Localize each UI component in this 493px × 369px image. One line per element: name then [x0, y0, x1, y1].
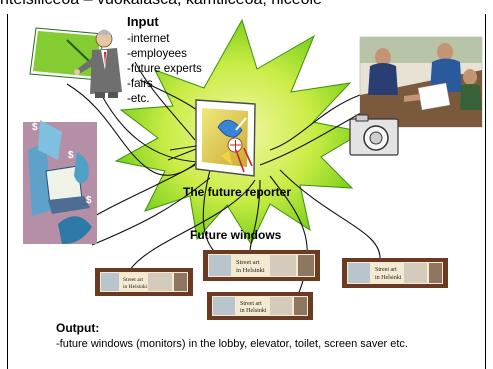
- svg-text:$: $: [86, 195, 92, 206]
- future-window-frame-2: [203, 250, 320, 281]
- future-window-frame-3: [342, 258, 448, 288]
- future-reporter-label: The future reporter: [183, 185, 292, 199]
- input-item-fairs: -fairs: [127, 77, 153, 90]
- cut-header-text: ntelsiliceoa – vuokalasca, kamtllceoa, r…: [0, 0, 493, 9]
- future-window-frame-1: [95, 268, 193, 296]
- window-1-sign-line-1: Street art: [123, 277, 143, 283]
- output-title: Output:: [56, 321, 100, 335]
- output-description: -future windows (monitors) in the lobby,…: [56, 338, 408, 350]
- window-3-sign-line-1: Street art: [375, 267, 397, 273]
- window-4-sign-line-2: in Helsinki: [240, 308, 267, 314]
- input-item-internet: -internet: [127, 32, 170, 45]
- window-4-sign-line-1: Street art: [240, 301, 262, 307]
- future-windows-label: Future windows: [190, 228, 282, 242]
- meeting-photo: [359, 36, 483, 128]
- presenter-icon: [29, 27, 122, 98]
- window-3-sign-line-2: in Helsinki: [375, 275, 402, 281]
- window-2-sign-line-1: Street art: [236, 259, 260, 266]
- svg-text:$: $: [68, 150, 74, 161]
- frame-right-line: [485, 14, 486, 369]
- future-window-frames: Street art in Helsinki Street art in Hel…: [95, 250, 448, 320]
- input-list: -internet -employees -future experts -fa…: [127, 31, 202, 106]
- money-computer-icon: $ $ $: [23, 120, 97, 245]
- future-window-frame-4: [207, 292, 313, 320]
- input-item-etc: -etc.: [127, 92, 150, 105]
- camera-icon: [349, 114, 399, 156]
- input-item-future-experts: -future experts: [127, 62, 202, 75]
- computer-reporter-icon: [167, 99, 256, 177]
- frame-left-line: [7, 14, 8, 369]
- window-2-sign-line-2: in Helsinki: [236, 267, 265, 274]
- window-1-sign-line-2: in Helsinki: [123, 284, 148, 290]
- svg-text:$: $: [32, 122, 38, 133]
- input-item-employees: -employees: [127, 47, 187, 60]
- input-title: Input: [127, 14, 159, 29]
